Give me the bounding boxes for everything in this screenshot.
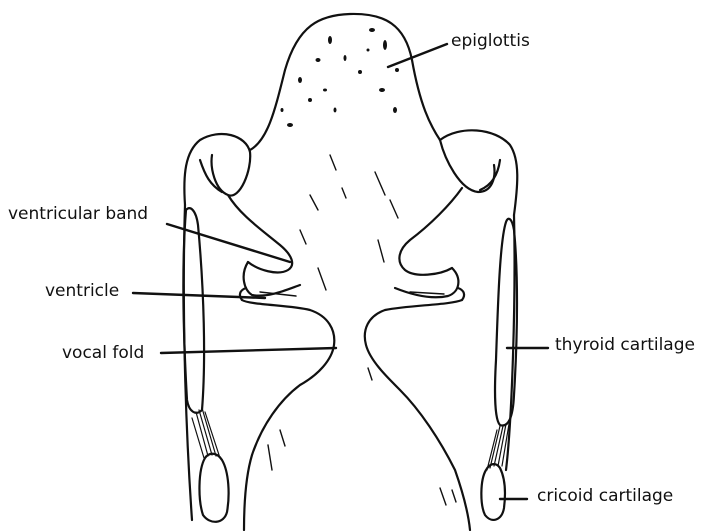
label-thyroid-cartilage: thyroid cartilage (555, 337, 695, 354)
left-ventricular-band (212, 152, 293, 272)
epiglottis-outline (184, 134, 250, 205)
epiglottis-leader (388, 44, 447, 67)
label-ventricle: ventricle (45, 283, 119, 300)
left-cricoid-cartilage (199, 454, 228, 522)
left-lower-edge (184, 205, 192, 520)
left-thyroid-cartilage (183, 208, 204, 413)
right-ventricular-band (399, 140, 494, 275)
label-cricoid-cartilage: cricoid cartilage (537, 488, 673, 505)
lumen-strokes (260, 155, 456, 505)
left-ligament-hatching (192, 408, 220, 458)
label-vocal-fold: vocal fold (62, 345, 144, 362)
vocal-fold-leader (161, 348, 336, 353)
label-ventricular-band: ventricular band (8, 206, 148, 223)
label-epiglottis: epiglottis (451, 33, 530, 50)
epiglottis-speckles (281, 28, 400, 127)
epiglottis-top (250, 14, 440, 150)
right-fold-base (458, 288, 464, 300)
right-cricoid-cartilage (481, 464, 505, 520)
ventricle-leader (133, 293, 265, 298)
left-vocal-fold (242, 300, 334, 530)
ventricular-band-leader (167, 224, 290, 262)
